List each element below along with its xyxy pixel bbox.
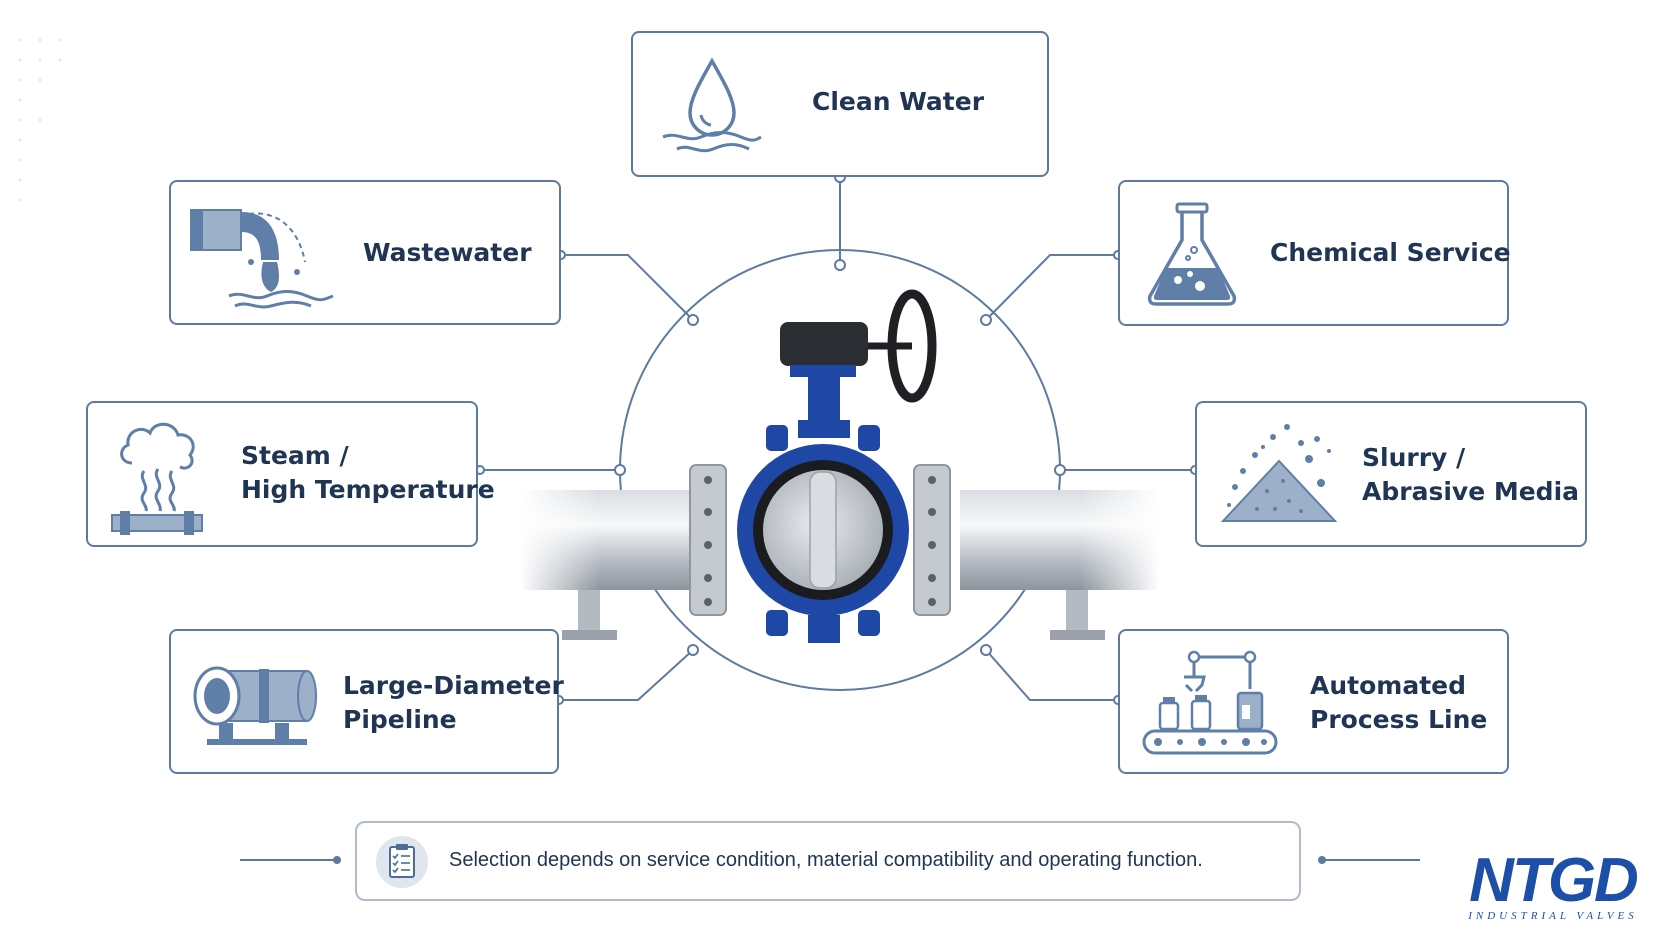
card-steam-high-temperature: Steam / High Temperature: [86, 401, 495, 547]
brand-tagline: INDUSTRIAL VALVES: [1468, 910, 1638, 922]
clipboard-checklist-icon: [376, 836, 428, 888]
wastewater-pipe-icon: [190, 209, 334, 309]
brand-name: NTGD: [1469, 846, 1639, 915]
pipeline-illustration: [520, 464, 1160, 640]
label-line: High Temperature: [241, 475, 495, 504]
label-line: Automated: [1310, 671, 1466, 700]
label-automated-process-line: Automated Process Line: [1310, 669, 1487, 737]
card-automated-process-line: Automated Process Line: [1118, 629, 1509, 774]
card-chemical-service: Chemical Service: [1118, 180, 1511, 326]
label-slurry-abrasive-media: Slurry / Abrasive Media: [1362, 441, 1579, 509]
slurry-pile-icon: [1220, 424, 1337, 522]
card-slurry-abrasive-media: Slurry / Abrasive Media: [1195, 401, 1587, 547]
label-line: Abrasive Media: [1362, 477, 1580, 506]
brand-logo: NTGD INDUSTRIAL VALVES: [1448, 848, 1658, 928]
label-large-diameter-pipeline: Large-Diameter Pipeline: [343, 669, 564, 737]
label-line: Slurry /: [1362, 443, 1466, 472]
label-wastewater: Wastewater: [363, 236, 532, 270]
selection-note-text: Selection depends on service condition, …: [449, 849, 1203, 871]
label-chemical-service: Chemical Service: [1270, 236, 1511, 270]
butterfly-valve-illustration: [737, 289, 937, 643]
label-line: Wastewater: [363, 238, 532, 267]
card-wastewater: Wastewater: [169, 180, 561, 325]
label-line: Steam /: [241, 441, 349, 470]
card-large-diameter-pipeline: Large-Diameter Pipeline: [169, 629, 564, 774]
chemical-flask-icon: [1147, 202, 1237, 306]
steam-pipe-icon: [111, 422, 203, 535]
background-dots: [18, 38, 62, 202]
connector-lines: [240, 177, 1420, 861]
large-pipe-icon: [193, 666, 317, 745]
conveyor-robot-icon: [1142, 650, 1278, 755]
selection-note: Selection depends on service condition, …: [355, 821, 1301, 901]
label-line: Clean Water: [812, 87, 985, 116]
label-clean-water: Clean Water: [812, 85, 984, 119]
label-line: Pipeline: [343, 705, 457, 734]
card-clean-water: Clean Water: [631, 31, 1049, 177]
label-steam-high-temperature: Steam / High Temperature: [241, 439, 495, 507]
label-line: Large-Diameter: [343, 671, 564, 700]
label-line: Process Line: [1310, 705, 1488, 734]
water-drop-icon: [662, 57, 762, 153]
label-line: Chemical Service: [1270, 238, 1511, 267]
